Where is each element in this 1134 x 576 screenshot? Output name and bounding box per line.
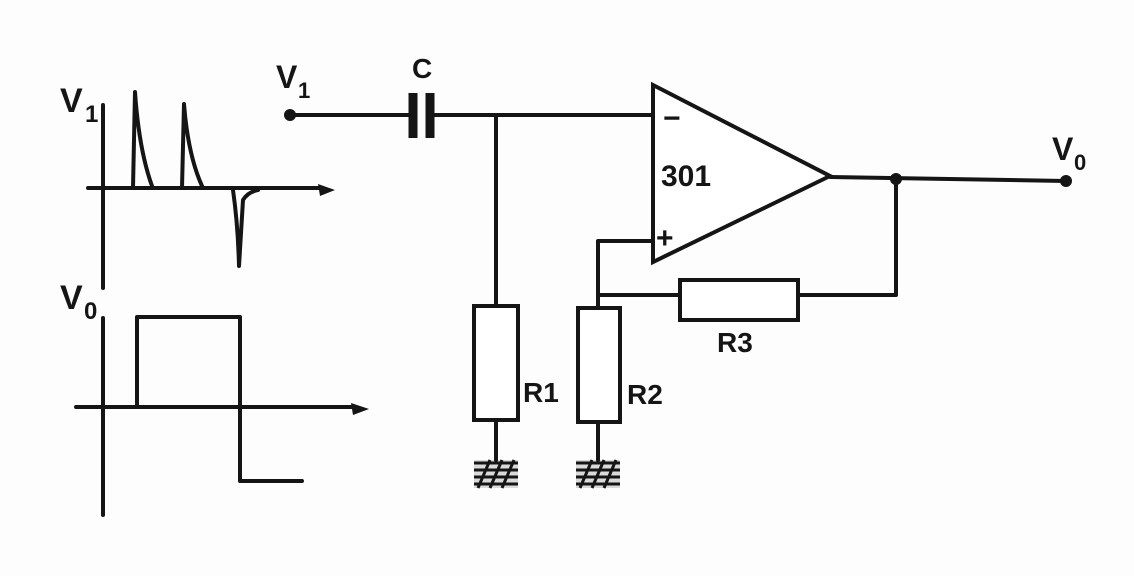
waveform-v0: V 0 xyxy=(60,279,369,517)
v0-x-axis-arrow-icon xyxy=(351,403,369,415)
ground-icon-r1 xyxy=(474,459,518,489)
input-node: V 1 xyxy=(276,59,310,121)
r3-label: R3 xyxy=(717,327,753,358)
wire-noninverting-to-r2 xyxy=(596,239,655,297)
output-v0-subscript: 0 xyxy=(1074,150,1086,175)
opamp-301: − 301 + xyxy=(651,81,835,266)
ground-icon-r2 xyxy=(576,459,620,489)
output-v0-label: V xyxy=(1052,131,1074,167)
output-junction xyxy=(890,173,902,185)
wire-r3-feedback xyxy=(796,177,898,297)
v1-spike-2 xyxy=(180,102,204,190)
opamp-model-label: 301 xyxy=(661,160,711,193)
waveform-v1: V 1 xyxy=(60,82,335,290)
input-v1-label: V xyxy=(276,59,298,95)
resistor-r3 xyxy=(678,278,800,322)
opamp-inverting-sign: − xyxy=(663,102,681,135)
output-terminal xyxy=(1060,175,1072,187)
v1-spike-1 xyxy=(131,90,154,190)
r2-label: R2 xyxy=(627,379,663,410)
wire-output xyxy=(828,175,1068,183)
capacitor-label: C xyxy=(412,53,432,84)
v1-x-axis-arrow-icon xyxy=(318,184,335,196)
capacitor-c: C xyxy=(408,53,435,138)
waveform-v1-label: V xyxy=(60,82,83,120)
opamp-noninverting-sign: + xyxy=(656,222,674,255)
waveform-v0-subscript: 0 xyxy=(84,298,97,325)
opamp-triangle xyxy=(651,81,835,266)
input-v1-subscript: 1 xyxy=(298,78,310,103)
waveform-v0-label: V xyxy=(60,279,83,317)
v1-spike-negative xyxy=(231,188,260,268)
waveform-v1-subscript: 1 xyxy=(85,101,98,128)
r1-label: R1 xyxy=(523,377,559,408)
resistor-r2 xyxy=(576,306,622,424)
resistor-r1 xyxy=(472,304,520,422)
v0-square-pulse xyxy=(135,315,304,483)
